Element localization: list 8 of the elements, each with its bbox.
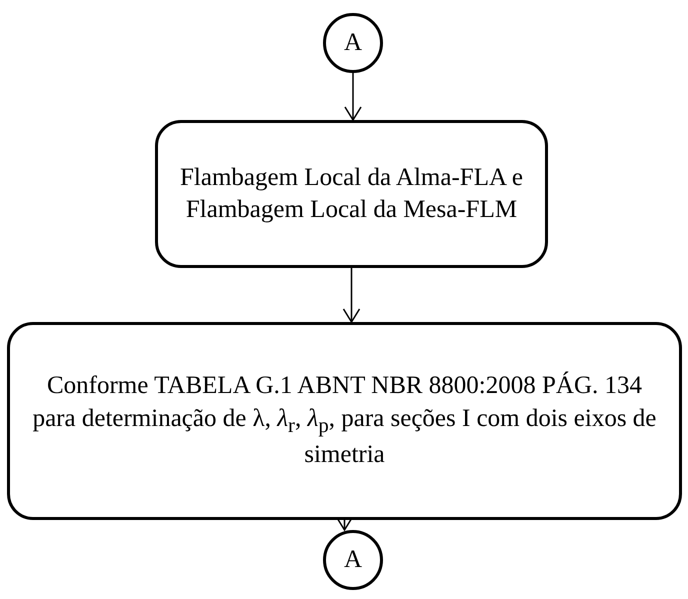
- process-box: [7, 322, 682, 520]
- connector-label: A: [344, 28, 362, 58]
- box-text: Conforme TABELA G.1 ABNT NBR 8800:2008 PÁG. 134 para determinação de λ, λ$_{r}$, λ$_{p}$, para seções I com dois eixos de simetria: [32, 370, 658, 470]
- arrow: [344, 73, 362, 121]
- connector-label: A: [344, 544, 362, 575]
- process-box: [155, 120, 548, 268]
- arrow: [342, 268, 360, 323]
- box-text: Flambagem Local da Alma-FLA e Flambagem Local da Mesa-FLM: [179, 162, 524, 225]
